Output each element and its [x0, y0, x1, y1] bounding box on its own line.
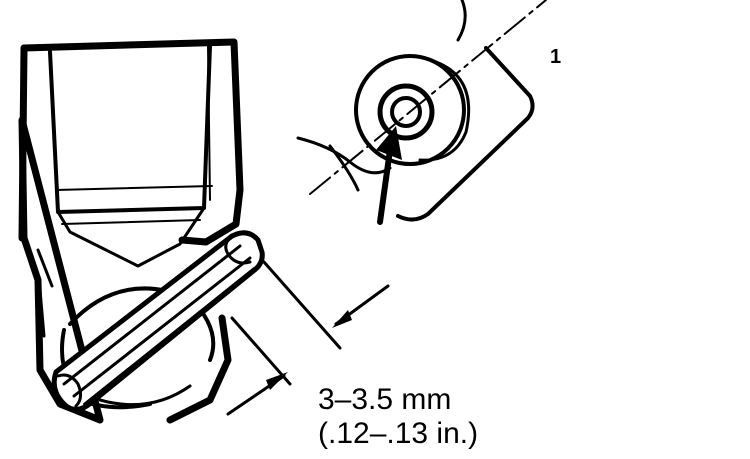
dimension-label-imperial: (.12–.13 in.) [318, 417, 479, 450]
pin [51, 230, 265, 412]
detail-arrowhead [376, 126, 402, 160]
dimension-label-metric: 3–3.5 mm [318, 383, 452, 416]
detail-view [296, 0, 547, 225]
bracket-housing [18, 38, 244, 424]
callout-number: 1 [550, 46, 562, 68]
dimension-arrowheads [266, 310, 352, 390]
